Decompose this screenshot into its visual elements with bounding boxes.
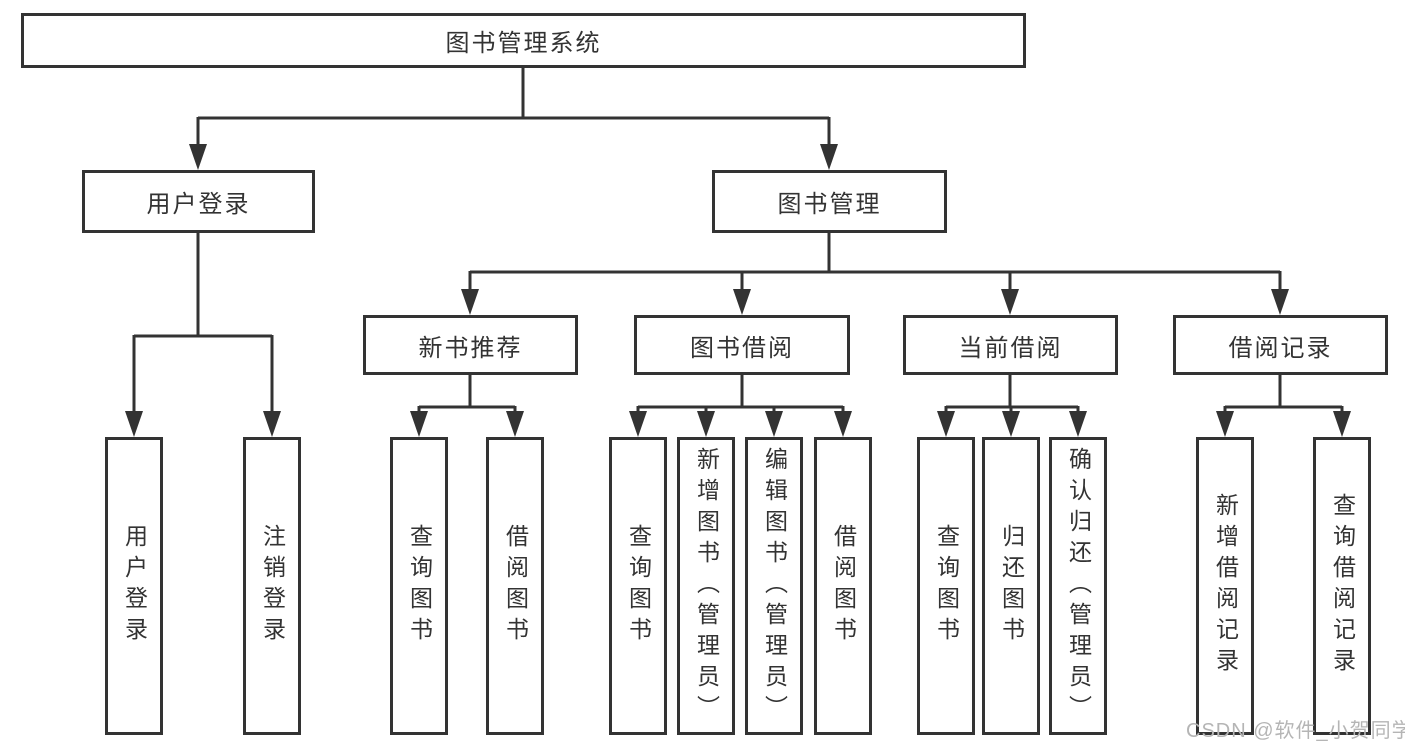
- leaf-query-books-current-label: 查询图书: [933, 524, 960, 648]
- node-borrow-records: 借阅记录: [1173, 315, 1388, 375]
- leaf-query-books-recommend-label: 查询图书: [406, 524, 433, 648]
- watermark: CSDN @软件_小贺同学: [1186, 720, 1405, 742]
- leaf-confirm-return-admin-label: 确认归还（管理员）: [1065, 446, 1092, 726]
- node-new-book-recommend: 新书推荐: [363, 315, 578, 375]
- leaf-add-book-admin: 新增图书（管理员）: [677, 437, 735, 735]
- leaf-add-borrow-record-label: 新增借阅记录: [1212, 493, 1239, 679]
- node-root-label: 图书管理系统: [445, 30, 602, 57]
- leaf-user-login-label: 用户登录: [121, 524, 148, 648]
- leaf-borrow-books-borrowing-label: 借阅图书: [830, 524, 857, 648]
- node-user-login: 用户登录: [82, 170, 315, 233]
- leaf-borrow-books-recommend: 借阅图书: [486, 437, 544, 735]
- node-book-management-label: 图书管理: [777, 191, 882, 218]
- leaf-query-borrow-record-label: 查询借阅记录: [1329, 493, 1356, 679]
- leaf-edit-book-admin: 编辑图书（管理员）: [745, 437, 803, 735]
- leaf-return-book-label: 归还图书: [998, 524, 1025, 648]
- node-current-borrowing: 当前借阅: [903, 315, 1118, 375]
- leaf-user-login: 用户登录: [105, 437, 163, 735]
- leaf-edit-book-admin-label: 编辑图书（管理员）: [761, 446, 788, 726]
- leaf-logout-label: 注销登录: [259, 524, 286, 648]
- node-book-management: 图书管理: [712, 170, 947, 233]
- node-borrow-records-label: 借阅记录: [1228, 334, 1333, 362]
- leaf-logout: 注销登录: [243, 437, 301, 735]
- node-book-borrowing: 图书借阅: [634, 315, 850, 375]
- leaf-borrow-books-borrowing: 借阅图书: [814, 437, 872, 735]
- node-new-book-recommend-label: 新书推荐: [418, 334, 523, 362]
- leaf-borrow-books-recommend-label: 借阅图书: [502, 524, 529, 648]
- leaf-return-book: 归还图书: [982, 437, 1040, 735]
- leaf-query-books-borrowing-label: 查询图书: [625, 524, 652, 648]
- leaf-confirm-return-admin: 确认归还（管理员）: [1049, 437, 1107, 735]
- node-user-login-label: 用户登录: [146, 191, 251, 218]
- leaf-add-book-admin-label: 新增图书（管理员）: [693, 446, 720, 726]
- node-root: 图书管理系统: [21, 13, 1026, 68]
- node-current-borrowing-label: 当前借阅: [958, 334, 1063, 362]
- node-book-borrowing-label: 图书借阅: [690, 334, 794, 362]
- leaf-query-books-current: 查询图书: [917, 437, 975, 735]
- leaf-query-borrow-record: 查询借阅记录: [1313, 437, 1371, 735]
- leaf-query-books-borrowing: 查询图书: [609, 437, 667, 735]
- leaf-add-borrow-record: 新增借阅记录: [1196, 437, 1254, 735]
- leaf-query-books-recommend: 查询图书: [390, 437, 448, 735]
